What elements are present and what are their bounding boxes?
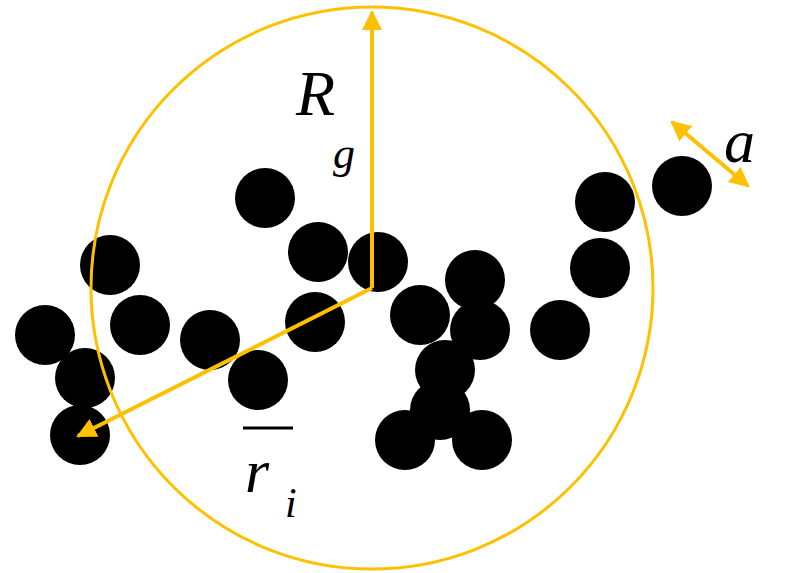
radius-symbol: R [296, 62, 335, 126]
primary-particles [15, 156, 712, 470]
position-symbol: r [245, 440, 269, 502]
position-arrow [78, 288, 372, 436]
radius-subscript: g [333, 132, 355, 176]
radius-arrow [370, 12, 374, 288]
position-subscript: i [285, 482, 297, 524]
diameter-symbol: a [724, 110, 755, 172]
vector-bar [243, 427, 293, 430]
